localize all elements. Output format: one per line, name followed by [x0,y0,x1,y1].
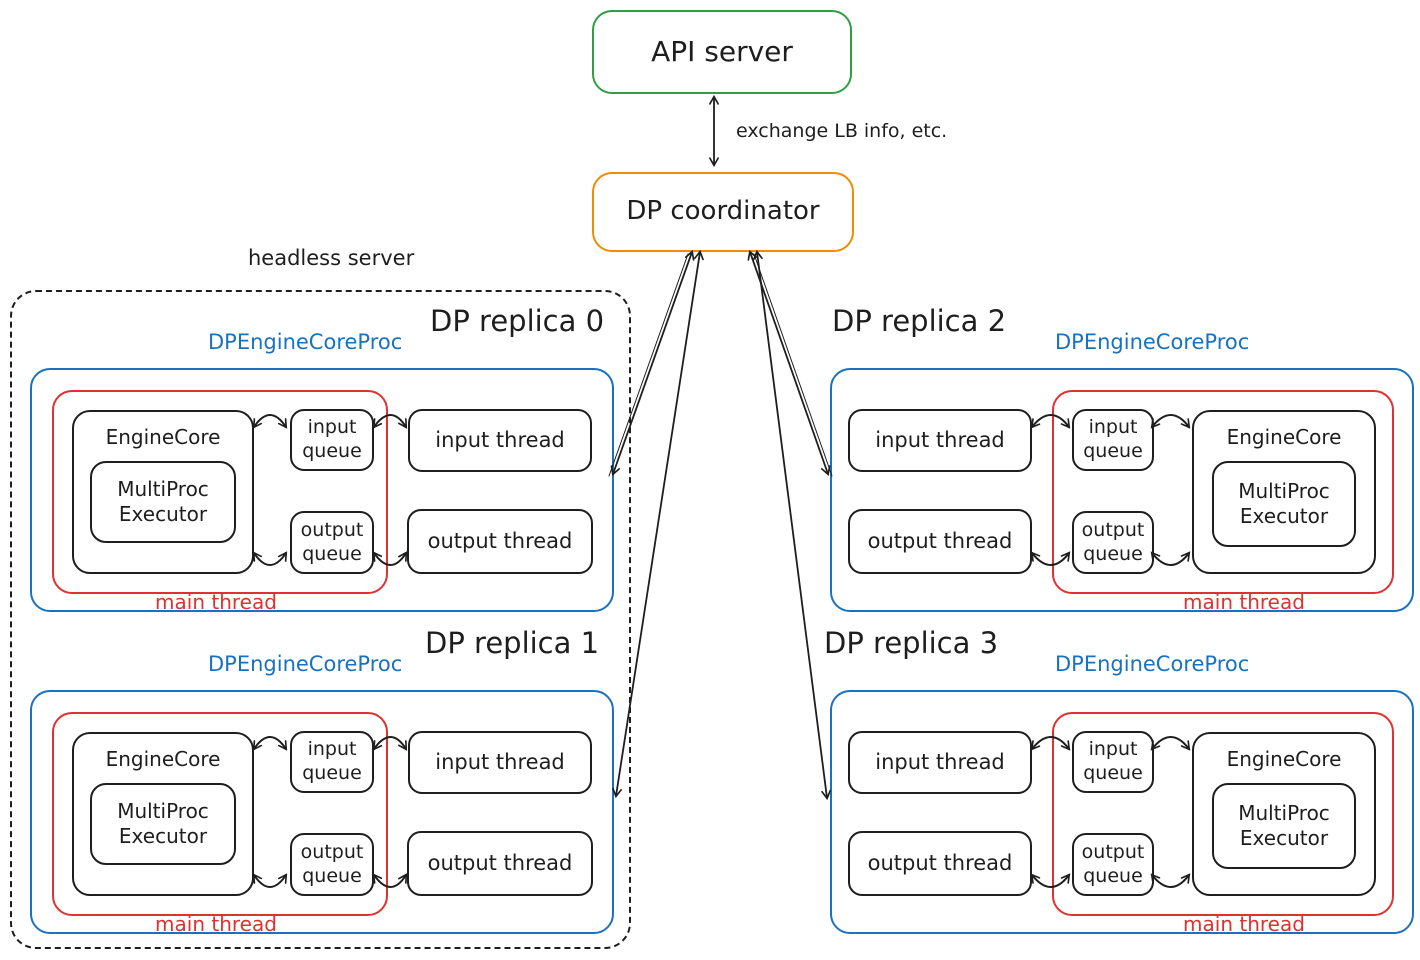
multiproc-executor-label: MultiProc Executor [1238,801,1330,850]
main-thread-label: main thread [155,590,277,614]
main-thread-label: main thread [1183,912,1305,936]
output-queue-box: output queue [1072,833,1154,896]
input-queue-label: input queue [302,738,362,784]
dp-coordinator-box: DP coordinator [592,172,854,252]
enginecore-label: EngineCore [1226,425,1342,449]
enginecore-label: EngineCore [105,425,221,449]
input-queue-box: input queue [1072,731,1154,793]
dpenginecoreproc-box [830,690,1414,934]
main-thread-label: main thread [155,912,277,936]
output-thread-box: output thread [407,831,593,896]
api-server-box: API server [592,10,852,94]
output-queue-label: output queue [1081,518,1145,565]
multiproc-executor-label: MultiProc Executor [1238,479,1330,528]
input-queue-label: input queue [302,416,362,462]
enginecore-label: EngineCore [1226,747,1342,771]
headless-server-label: headless server [248,246,415,270]
dpenginecoreproc-box [30,690,614,934]
output-queue-label: output queue [300,518,364,565]
output-thread-label: output thread [427,529,573,554]
enginecore-box: EngineCore MultiProc Executor [72,732,254,896]
dpenginecoreproc-label: DPEngineCoreProc [208,330,403,354]
input-queue-box: input queue [290,731,374,793]
input-queue-box: input queue [1072,409,1154,471]
arrow-coordinator-replica3 [752,249,832,801]
enginecore-label: EngineCore [105,747,221,771]
output-thread-label: output thread [867,851,1013,876]
input-queue-label: input queue [1083,738,1143,784]
multiproc-executor-box: MultiProc Executor [90,783,236,865]
output-thread-label: output thread [867,529,1013,554]
input-thread-box: input thread [408,409,592,472]
dpenginecoreproc-label: DPEngineCoreProc [1055,330,1250,354]
replica-title: DP replica 0 [430,304,605,338]
input-thread-box: input thread [848,409,1032,472]
output-queue-box: output queue [290,833,374,896]
arrow-coordinator-replica2-double [753,253,833,477]
input-thread-label: input thread [435,428,565,453]
enginecore-box: EngineCore MultiProc Executor [1192,732,1376,896]
replica-title: DP replica 1 [425,626,600,660]
input-thread-label: input thread [875,428,1005,453]
main-thread-label: main thread [1183,590,1305,614]
output-thread-label: output thread [427,851,573,876]
output-thread-box: output thread [848,509,1032,574]
input-queue-label: input queue [1083,416,1143,462]
dpenginecoreproc-label: DPEngineCoreProc [208,652,403,676]
api-server-label: API server [651,34,793,68]
input-thread-box: input thread [408,731,592,794]
main-thread-box [1052,390,1394,594]
main-thread-box [52,390,388,594]
output-queue-box: output queue [290,511,374,574]
replica-title: DP replica 2 [832,304,1007,338]
multiproc-executor-label: MultiProc Executor [117,477,209,526]
multiproc-executor-box: MultiProc Executor [1212,461,1356,547]
arrow-coordinator-replica2 [747,249,831,477]
output-thread-box: output thread [848,831,1032,896]
multiproc-executor-box: MultiProc Executor [1212,783,1356,869]
input-queue-box: input queue [290,409,374,471]
enginecore-box: EngineCore MultiProc Executor [72,410,254,574]
input-thread-label: input thread [435,750,565,775]
exchange-lb-info-label: exchange LB info, etc. [736,120,948,142]
output-thread-box: output thread [407,509,593,574]
replica-title: DP replica 3 [824,626,999,660]
output-queue-label: output queue [1081,840,1145,887]
output-queue-box: output queue [1072,511,1154,574]
multiproc-executor-label: MultiProc Executor [117,799,209,848]
output-queue-label: output queue [300,840,364,887]
dp-coordinator-label: DP coordinator [626,196,820,227]
dpenginecoreproc-label: DPEngineCoreProc [1055,652,1250,676]
enginecore-box: EngineCore MultiProc Executor [1192,410,1376,574]
input-thread-box: input thread [848,731,1032,794]
multiproc-executor-box: MultiProc Executor [90,461,236,543]
input-thread-label: input thread [875,750,1005,775]
